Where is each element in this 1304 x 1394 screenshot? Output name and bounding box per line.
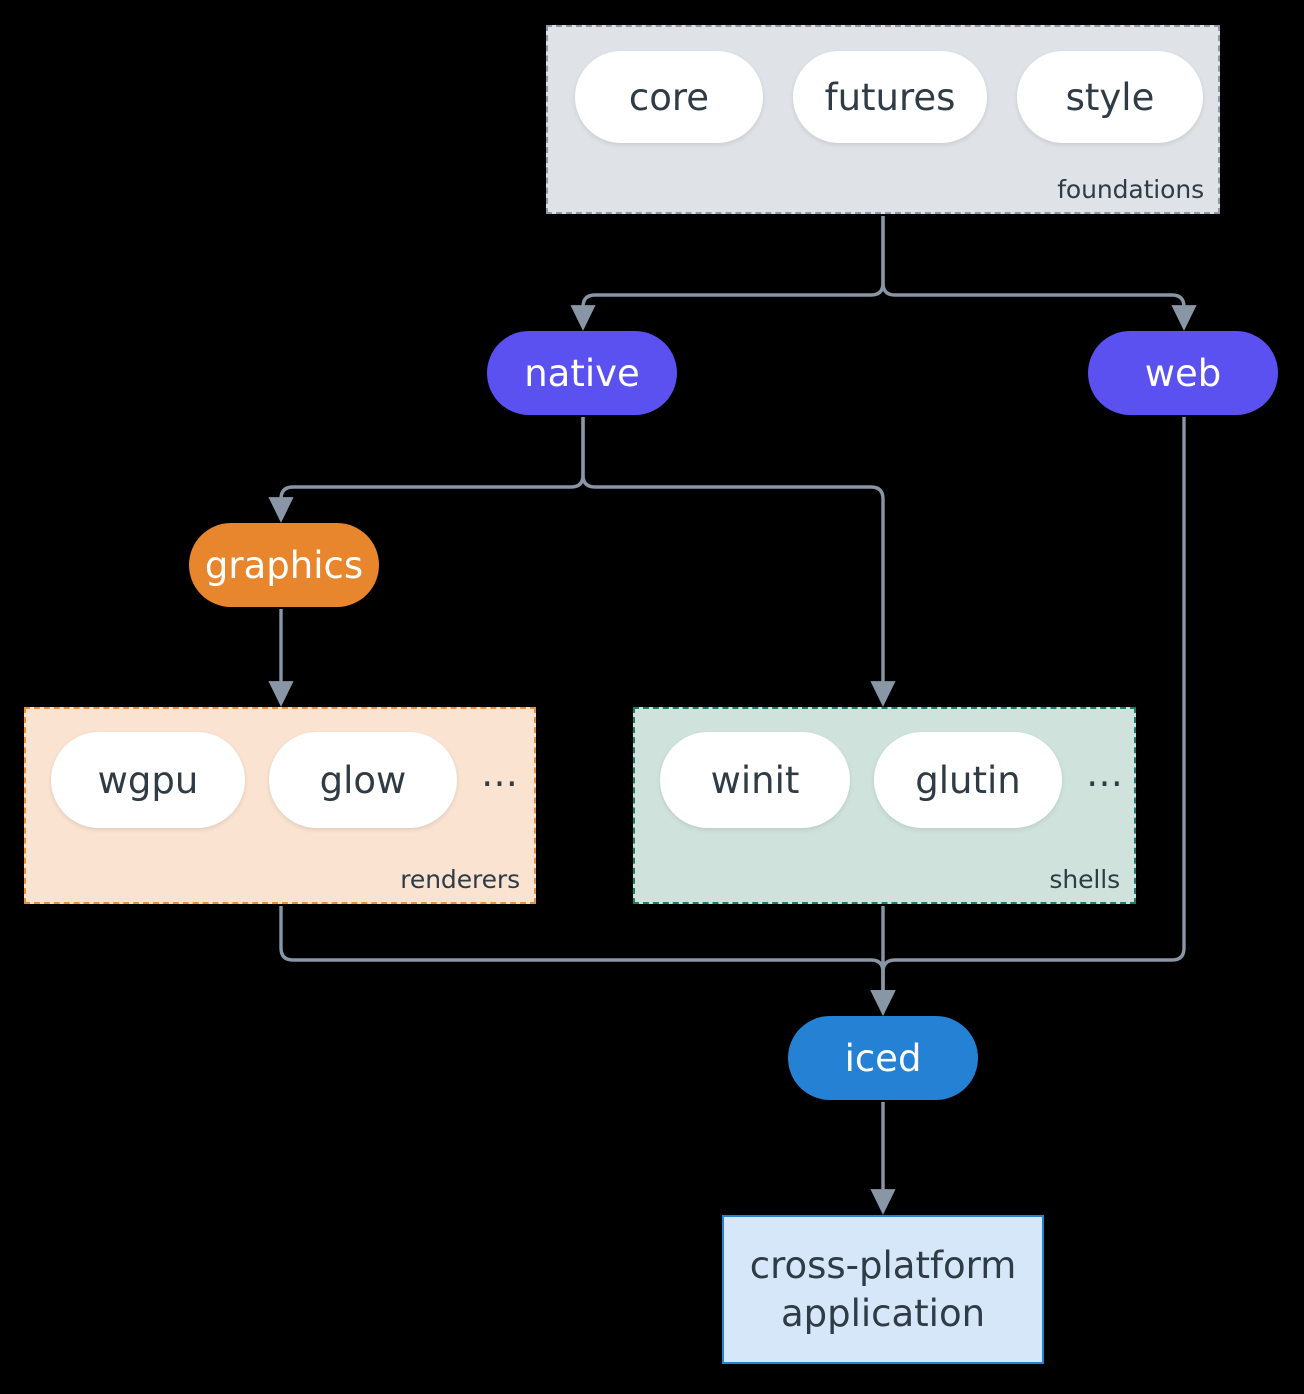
group-label-foundations: foundations	[1057, 175, 1204, 204]
group-shells: winit glutin … shells	[633, 707, 1136, 904]
shells-members: winit glutin …	[660, 732, 1123, 828]
foundations-members: core futures style	[575, 51, 1203, 143]
node-iced[interactable]: iced	[788, 1016, 978, 1100]
application-label-line1: cross-platform	[749, 1244, 1017, 1288]
edge-foundations-web	[881, 216, 1197, 331]
node-cross-platform-application[interactable]: cross-platform application	[722, 1215, 1044, 1364]
renderers-members: wgpu glow …	[51, 732, 518, 828]
group-foundations: core futures style foundations	[546, 25, 1220, 214]
shells-overflow-ellipsis: …	[1086, 751, 1123, 795]
group-renderers: wgpu glow … renderers	[24, 707, 536, 904]
node-wgpu[interactable]: wgpu	[51, 732, 245, 828]
group-label-renderers: renderers	[400, 865, 520, 894]
node-native[interactable]: native	[487, 331, 677, 415]
node-style[interactable]: style	[1017, 51, 1203, 143]
edge-native-shells	[581, 417, 896, 707]
edge-foundations-native	[570, 216, 885, 331]
application-label-line2: application	[780, 1291, 986, 1335]
node-web[interactable]: web	[1088, 331, 1278, 415]
node-core[interactable]: core	[575, 51, 763, 143]
edge-renderers-iced	[279, 906, 896, 1016]
edge-native-graphics	[268, 417, 585, 523]
group-label-shells: shells	[1049, 865, 1120, 894]
node-futures[interactable]: futures	[793, 51, 987, 143]
renderers-overflow-ellipsis: …	[481, 751, 518, 795]
node-winit[interactable]: winit	[660, 732, 850, 828]
node-glow[interactable]: glow	[269, 732, 457, 828]
node-graphics[interactable]: graphics	[189, 523, 379, 607]
node-glutin[interactable]: glutin	[874, 732, 1062, 828]
